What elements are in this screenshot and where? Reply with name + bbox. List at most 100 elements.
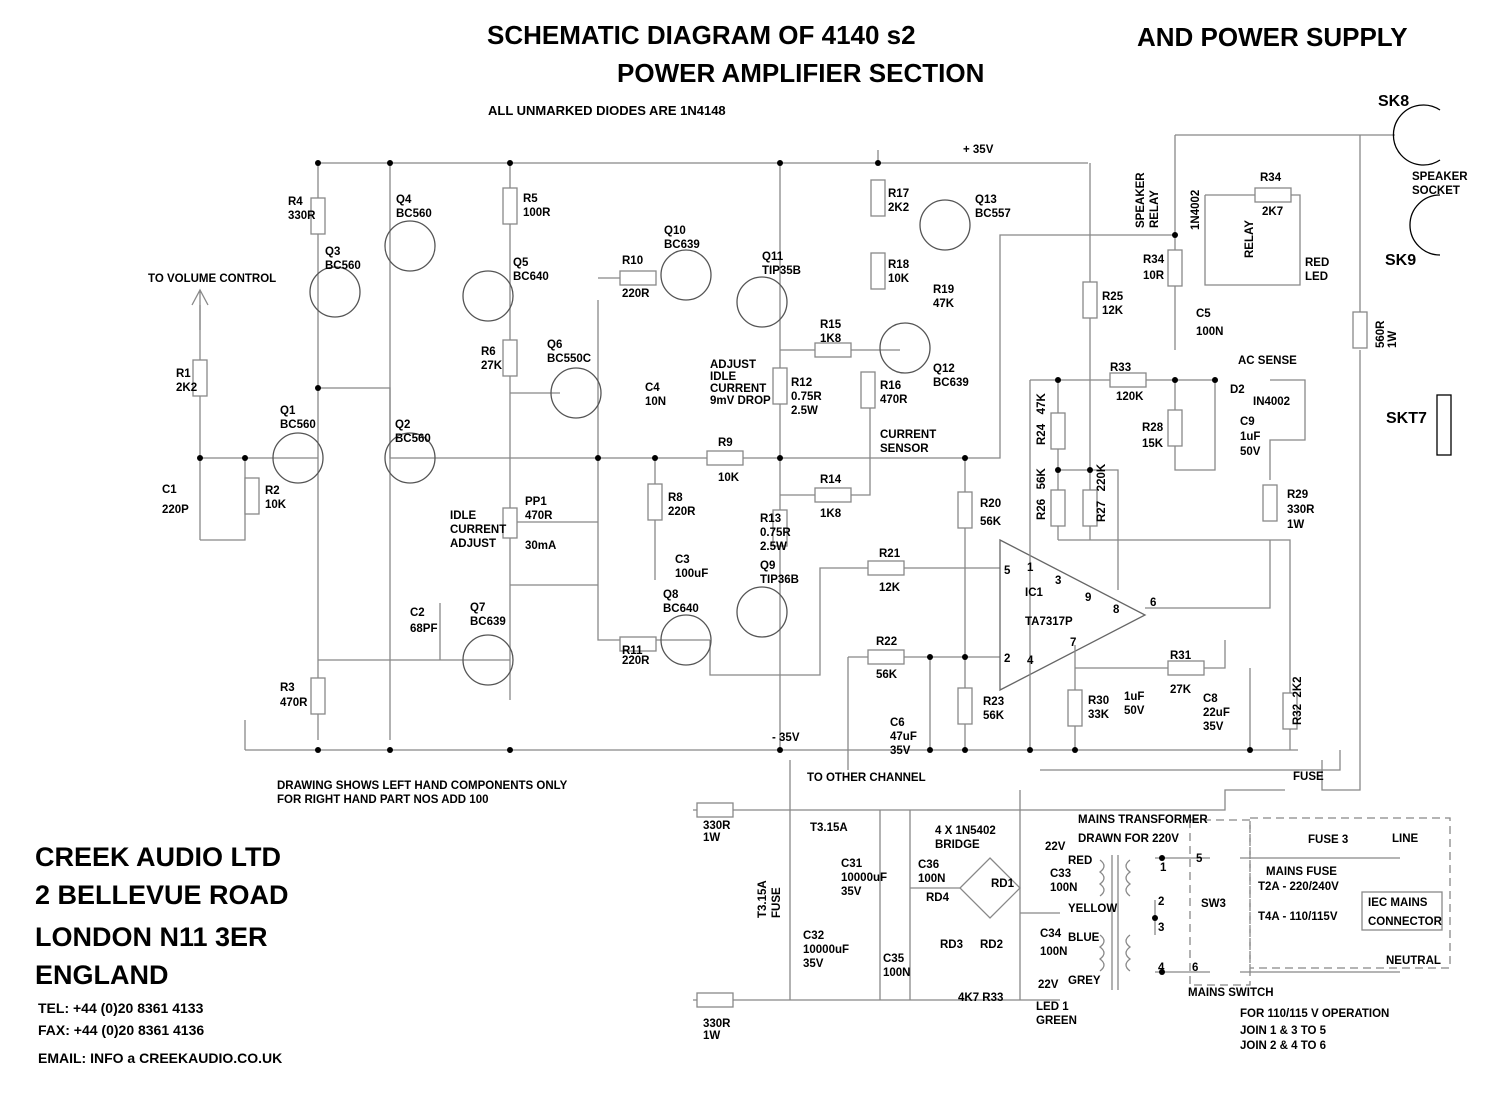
led1-label: LED 1 GREEN <box>1036 1001 1077 1027</box>
rd1: RD1 <box>991 878 1015 890</box>
c35: C35 100N <box>883 953 911 979</box>
r34-relay-value: 2K7 <box>1262 206 1284 218</box>
r11-value: 220R <box>622 655 650 667</box>
join-note-1: JOIN 1 & 3 TO 5 <box>1240 1025 1327 1037</box>
red-led: RED LED <box>1305 257 1330 283</box>
r29: R29 330R 1W <box>1287 489 1315 531</box>
fuse-label: FUSE <box>1293 771 1324 783</box>
adjust-idle-label: ADJUST IDLE CURRENT 9mV DROP <box>710 359 771 407</box>
r22-value: 56K <box>876 669 898 681</box>
company-name: CREEK AUDIO LTD <box>35 842 281 872</box>
ic-pin-6: 6 <box>1150 597 1157 609</box>
to-volume-label: TO VOLUME CONTROL <box>148 273 277 285</box>
r10: R10 <box>622 255 644 267</box>
wire-red: RED <box>1068 855 1093 867</box>
r9: R9 <box>718 437 733 449</box>
r17: R17 2K2 <box>888 188 910 214</box>
pp1-current: 30mA <box>525 540 557 552</box>
c31: C31 10000uF 35V <box>841 858 888 898</box>
rd3: RD3 <box>940 939 964 951</box>
r3: R3 470R <box>280 682 308 709</box>
t315a-fuse-label: T3.15A FUSE <box>757 880 783 918</box>
q4: Q4 BC560 <box>396 194 432 220</box>
t4a-label: T4A - 110/115V <box>1258 911 1338 923</box>
r10-value: 220R <box>622 288 650 300</box>
rd2: RD2 <box>980 939 1004 951</box>
speaker-relay-label: SPEAKER RELAY <box>1135 172 1161 228</box>
r19: R19 47K <box>933 284 955 310</box>
r6: R6 27K <box>481 346 503 372</box>
c33: C33 100N <box>1050 868 1078 894</box>
title-line-1: SCHEMATIC DIAGRAM OF 4140 s2 <box>487 20 916 50</box>
bridge-label: 4 X 1N5402 BRIDGE <box>935 825 996 851</box>
company-email: EMAIL: INFO a CREEKAUDIO.CO.UK <box>38 1050 283 1066</box>
company-fax: FAX: +44 (0)20 8361 4136 <box>38 1022 205 1038</box>
title-line-2: POWER AMPLIFIER SECTION <box>617 58 985 88</box>
r20: R20 56K <box>980 498 1002 528</box>
r23: R23 56K <box>983 696 1005 722</box>
c34: C34 100N <box>1040 928 1068 958</box>
r33-4k7-label: 4K7 R33 <box>958 992 1004 1004</box>
r-330-top: 330R 1W <box>703 820 731 844</box>
r1: R1 2K2 <box>176 368 198 394</box>
d2: D2 <box>1230 384 1245 396</box>
ic-pin-2: 2 <box>1004 653 1011 665</box>
r26: R26 56K <box>1036 468 1048 520</box>
ic1-type: TA7317P <box>1025 616 1073 628</box>
v22-top-label: 22V <box>1045 841 1066 853</box>
r15: R15 1K8 <box>820 319 842 345</box>
q3: Q3 BC560 <box>325 246 361 272</box>
pin-1: 1 <box>1160 862 1167 874</box>
drawing-note: DRAWING SHOWS LEFT HAND COMPONENTS ONLY … <box>277 780 568 806</box>
sk8-label: SK8 <box>1378 93 1410 110</box>
d2-value: IN4002 <box>1253 396 1291 408</box>
r21-value: 12K <box>879 582 901 594</box>
rd4: RD4 <box>926 892 950 904</box>
c4: C4 10N <box>645 382 667 408</box>
ic-pin-9: 9 <box>1085 592 1092 604</box>
q1: Q1 BC560 <box>280 405 316 431</box>
r33: R33 <box>1110 362 1132 374</box>
pin-3: 3 <box>1158 922 1165 934</box>
company-tel: TEL: +44 (0)20 8361 4133 <box>38 1000 204 1016</box>
ic-pin-8: 8 <box>1113 604 1120 616</box>
company-street: 2 BELLEVUE ROAD <box>35 880 289 910</box>
q5: Q5 BC640 <box>513 257 549 283</box>
r33-value: 120K <box>1116 391 1144 403</box>
relay-diode: 1N4002 <box>1190 189 1202 230</box>
company-city: LONDON N11 3ER <box>35 922 268 952</box>
idle-adjust-label: IDLE CURRENT ADJUST <box>450 510 507 550</box>
ac-sense-label: AC SENSE <box>1238 355 1297 367</box>
skt7-label: SKT7 <box>1386 410 1427 427</box>
q2: Q2 BC560 <box>395 419 431 445</box>
t315a-label: T3.15A <box>810 822 848 834</box>
to-other-channel-label: TO OTHER CHANNEL <box>807 772 926 784</box>
relay-label: RELAY <box>1244 220 1256 258</box>
r13: R13 0.75R 2.5W <box>760 513 791 553</box>
pos-rail-label: + 35V <box>963 144 994 156</box>
r-330-bottom: 330R 1W <box>703 1018 731 1042</box>
sw3-label: SW3 <box>1201 898 1226 910</box>
c1: C1 220P <box>162 484 189 516</box>
c9: C9 1uF 50V <box>1240 416 1261 458</box>
ic-pin-5: 5 <box>1004 565 1011 577</box>
drawn-for-label: DRAWN FOR 220V <box>1078 833 1179 845</box>
op110-note: FOR 110/115 V OPERATION <box>1240 1008 1390 1020</box>
q6: Q6 BC550C <box>547 339 592 365</box>
q11: Q11 TIP35B <box>762 251 801 277</box>
r31: R31 <box>1170 650 1192 662</box>
r9-value: 10K <box>718 472 740 484</box>
v22-bottom-label: 22V <box>1038 979 1059 991</box>
q12: Q12 BC639 <box>933 363 969 389</box>
neutral-label: NEUTRAL <box>1386 955 1441 967</box>
mains-transformer-label: MAINS TRANSFORMER <box>1078 814 1208 826</box>
sk9-label: SK9 <box>1385 252 1417 269</box>
mains-fuse-label: MAINS FUSE <box>1266 866 1337 878</box>
mains-switch-label: MAINS SWITCH <box>1188 987 1274 999</box>
ic-pin-1: 1 <box>1027 562 1034 574</box>
r16: R16 470R <box>880 380 908 406</box>
iec-connector-label: IEC MAINS CONNECTOR <box>1368 897 1442 928</box>
r14-value: 1K8 <box>820 508 842 520</box>
